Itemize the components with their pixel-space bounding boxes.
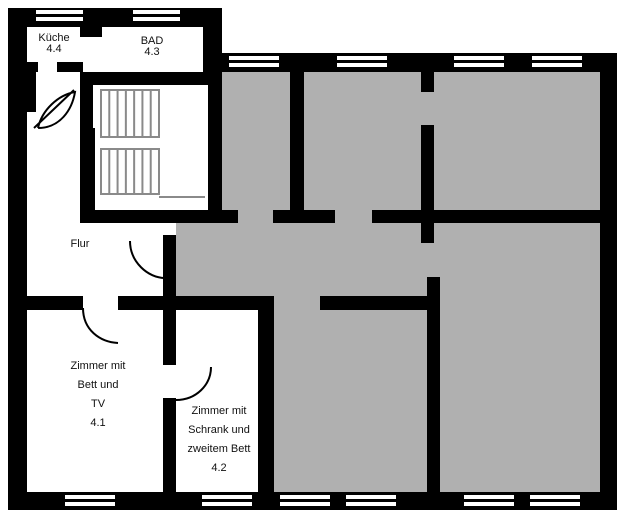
window-icon [530,495,580,499]
stair-flight [100,148,160,195]
room-label-flur: Flur [71,235,90,254]
wall-segment [80,10,102,37]
wall-segment [8,492,617,510]
door-zimmer42-swing [175,366,212,401]
staircase [100,89,205,198]
window-icon [36,10,83,14]
room-label-zimmer-4-2: Zimmer mit Schrank und zweitem Bett 4.2 [188,402,251,478]
window-icon [464,495,514,499]
wall-segment [421,125,434,243]
wall-segment [8,296,83,310]
wall-segment [80,128,95,223]
room-label-kueche: Küche 4.4 [38,33,69,55]
door-zimmer41-swing [82,307,119,344]
room-desc-line: Schrank und [188,424,250,436]
wall-segment [208,210,238,223]
window-icon [532,56,582,60]
rented-room-area [421,243,434,277]
wall-segment [258,296,274,500]
wall-segment [8,8,27,508]
doors [33,62,212,401]
room-desc-line: Zimmer mit [191,405,247,417]
window-icon [65,502,115,506]
window-icon [133,10,180,14]
rented-room-area [304,72,421,210]
room-number: 4.4 [46,43,62,55]
room-number: 4.2 [211,462,227,474]
wall-segment [421,210,600,223]
wall-segment [80,210,222,223]
window-icon [464,502,514,506]
wall-segment [273,210,335,223]
room-desc-line: Bett und [77,379,119,391]
wall-segment [163,398,176,500]
rented-room-area [274,296,320,310]
rented-room-area [238,210,273,223]
room-name: BAD [140,35,164,47]
rented-room-area [222,72,290,210]
room-name: Küche [38,32,70,44]
rented-room-area [434,72,600,210]
window-icon [133,17,180,21]
room-name: Flur [70,238,90,250]
wall-segment [26,62,38,72]
stair-flight [100,89,160,138]
window-icon [346,502,396,506]
window-icon [532,63,582,67]
wall-segment [600,53,617,510]
wall-segment [163,296,176,365]
wall-segment [290,72,304,223]
rented-room-area [440,223,600,492]
window-icon [454,56,504,60]
room-label-zimmer-4-1: Zimmer mit Bett und TV 4.1 [71,357,126,433]
window-icon [337,56,387,60]
wall-segment [203,53,617,72]
wall-segment [427,277,440,500]
wall-segment [372,210,434,223]
rented-room-area [421,92,434,125]
window-icon [280,502,330,506]
room-desc-line: zweitem Bett [187,443,251,455]
window-icon [36,17,83,21]
window-icon [202,502,252,506]
wall-segment [118,296,274,310]
window-icon [454,63,504,67]
rented-area-shading [176,72,600,492]
window-icon [202,495,252,499]
room-number: 4.1 [90,417,106,429]
wall-segment [80,72,222,85]
rented-room-area [274,310,427,492]
wall-segment [163,235,176,300]
window-icon [337,63,387,67]
window-icon [346,495,396,499]
room-desc-line: TV [90,398,106,410]
wall-segment [57,62,83,72]
room-label-bad: BAD 4.3 [141,36,164,58]
window-icon [530,502,580,506]
door-kitchen-swing [33,89,77,129]
wall-segment [208,72,222,223]
rented-room-area [335,210,372,223]
room-desc-line: Zimmer mit [70,360,126,372]
door-flur-swing [129,240,166,279]
windows [36,10,582,506]
walls [8,8,617,510]
room-number: 4.3 [144,46,160,58]
wall-segment [80,85,93,132]
window-icon [229,56,279,60]
window-icon [65,495,115,499]
wall-segment [320,296,430,310]
wall-segment [163,210,174,220]
wall-segment [421,72,434,92]
rented-room-area [222,223,427,310]
window-icon [280,495,330,499]
window-icon [229,63,279,67]
wall-segment [26,72,36,112]
